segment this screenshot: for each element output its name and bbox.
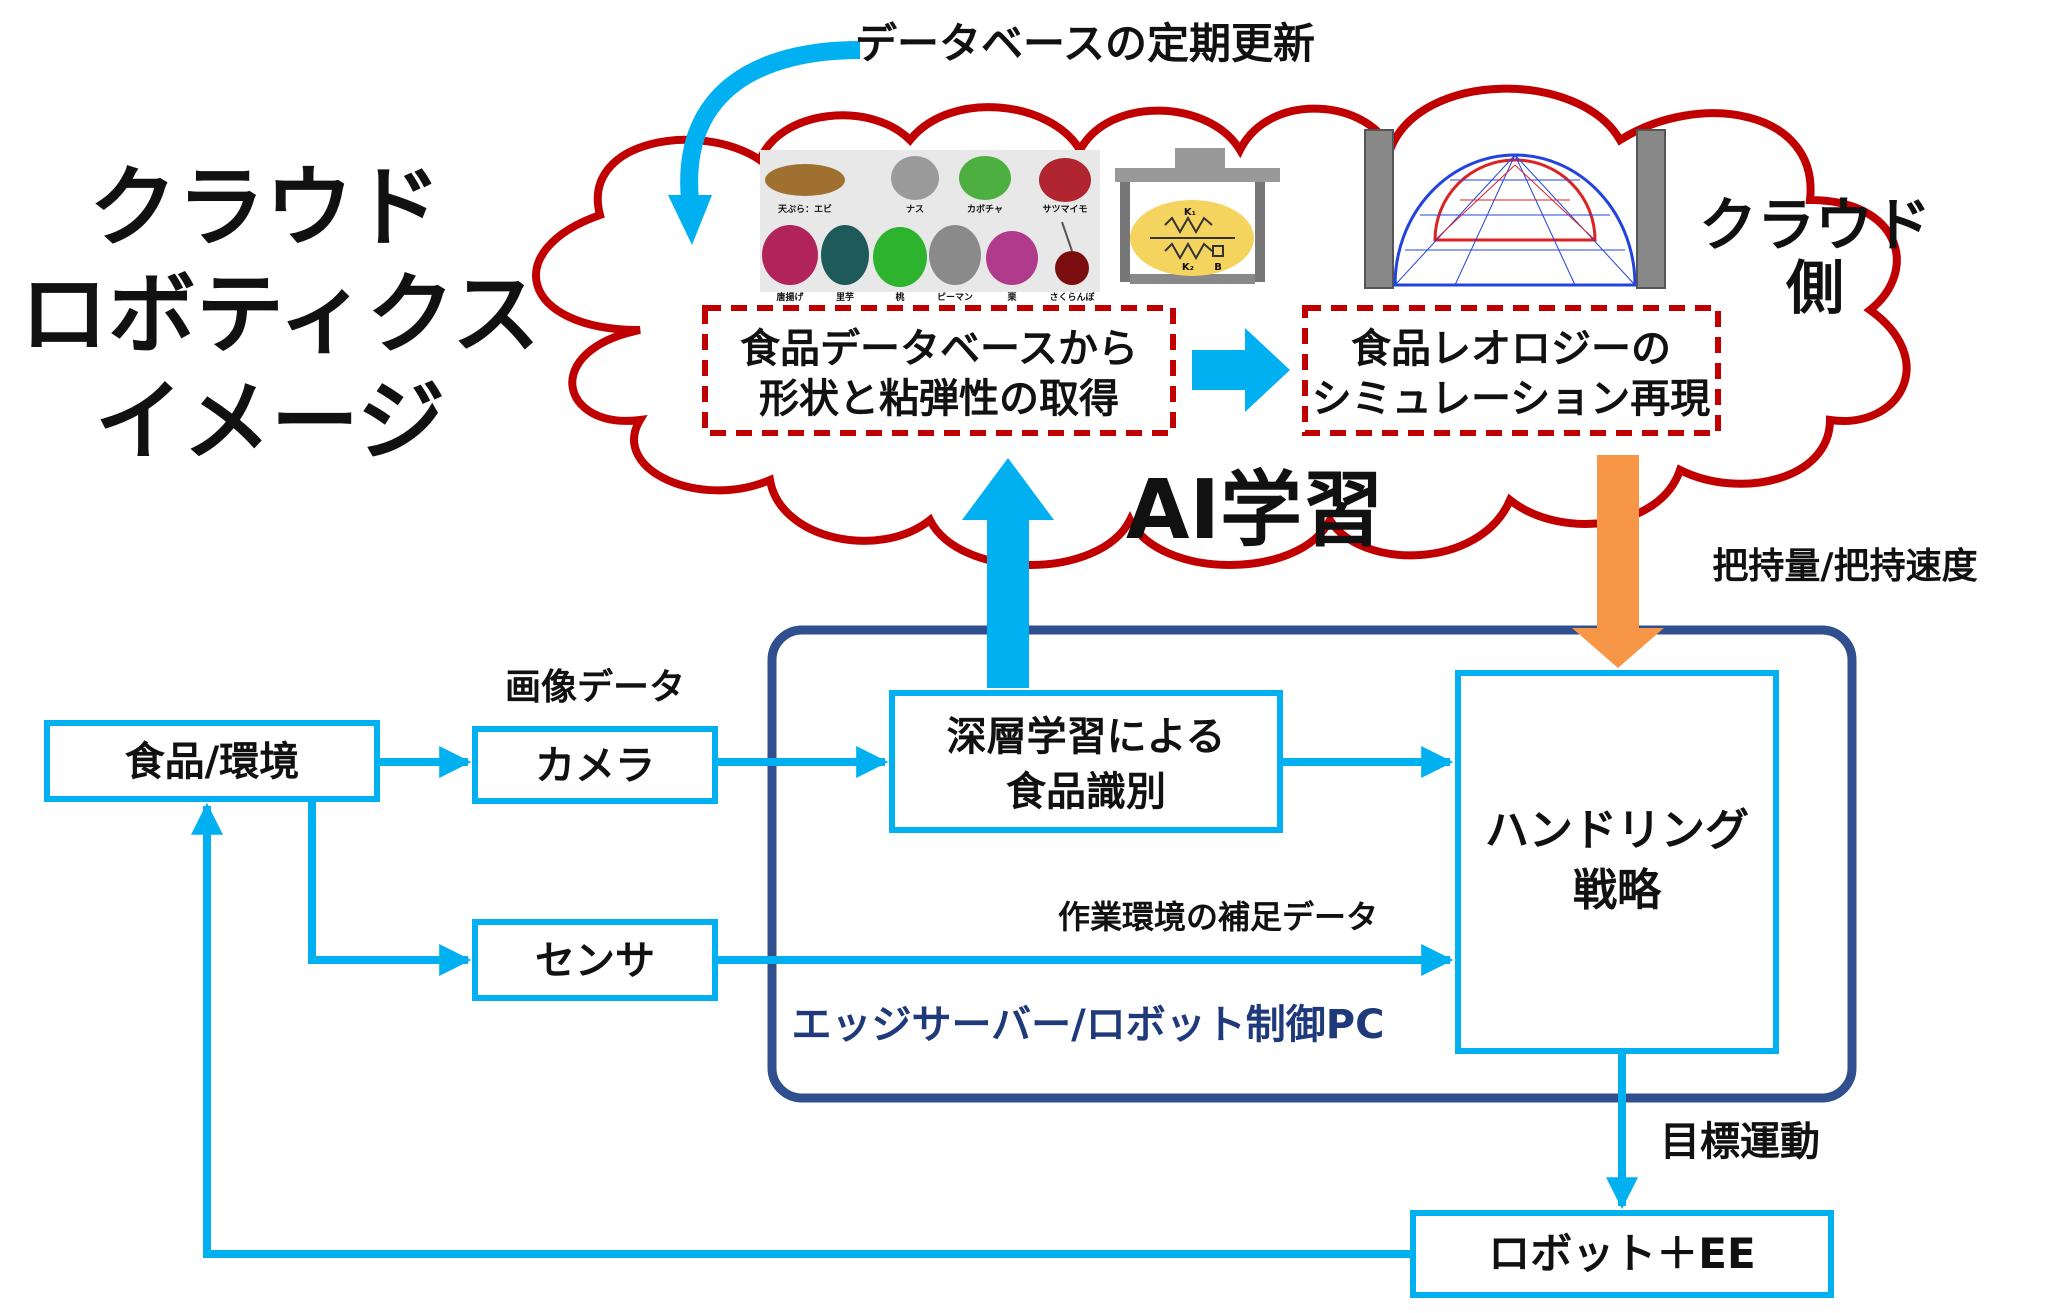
food-caption-top-0: 天ぷら：エビ: [778, 203, 832, 215]
camera-label: カメラ: [535, 743, 655, 789]
food-taro: [821, 225, 869, 285]
food-caption-top-3: サツマイモ: [1042, 204, 1087, 215]
food-caption-bottom-4: 栗: [1007, 292, 1016, 303]
recognition-to-cloud-arrow-shaft: [987, 518, 1029, 688]
viscoelastic-model-image: K₁ K₂ B: [1115, 148, 1280, 284]
update-arrow: [680, 41, 861, 201]
grip-label: 把持量/把持速度: [1712, 546, 1977, 587]
ai-learning-label: AI学習: [1126, 463, 1384, 558]
food-caption-bottom-5: さくらんぼ: [1049, 291, 1095, 303]
model-label-b: B: [1214, 262, 1222, 273]
recognition-line1: 深層学習による: [947, 714, 1226, 760]
food-shrimp-tempura: [765, 164, 845, 196]
db-to-sim-arrow-head: [1245, 328, 1290, 412]
food-karaage: [762, 225, 818, 285]
food-green-pepper: [929, 225, 981, 285]
food-peach: [873, 227, 927, 287]
handling-line1: ハンドリング: [1485, 805, 1749, 856]
food-caption-top-1: ナス: [906, 204, 924, 215]
food-chestnut: [986, 231, 1038, 285]
update-arrow-head: [668, 195, 712, 245]
food-env-label: 食品/環境: [125, 739, 300, 785]
cloud-side-line2: 側: [1785, 254, 1844, 322]
update-label: データベースの定期更新: [855, 19, 1315, 68]
food-caption-top-2: カボチャ: [967, 203, 1003, 215]
sim-box-line1: 食品レオロジーの: [1351, 326, 1671, 372]
title-line3: イメージ: [95, 370, 445, 473]
food-caption-bottom-2: 桃: [895, 291, 904, 303]
food-eggplant: [891, 156, 939, 200]
rheology-mesh-image: [1364, 129, 1666, 289]
recognition-line2: 食品識別: [1006, 769, 1166, 815]
food-to-sensor-arrow: [308, 799, 472, 976]
sensor-box: [472, 919, 718, 1001]
recognition-box: [889, 690, 1283, 833]
food-database-image: 天ぷら：エビ ナス カボチャ サツマイモ 唐揚げ 里芋 桃 ピーマン 栗 さくら…: [760, 150, 1100, 303]
sensor-label: センサ: [535, 938, 655, 984]
edge-server-box: [767, 625, 1857, 1103]
robot-feedback-arrow: [191, 802, 1413, 1258]
title-line2: ロボティクス: [20, 263, 540, 366]
sim-box-line2: シミュレーション再現: [1312, 376, 1710, 422]
food-caption-bottom-3: ピーマン: [937, 291, 973, 303]
handling-box: [1455, 670, 1779, 1054]
edge-server-label: エッジサーバー/ロボット制御PC: [792, 1002, 1385, 1048]
db-box-line1: 食品データベースから: [740, 326, 1138, 372]
food-sweet-potato: [1039, 158, 1091, 202]
target-motion-label: 目標運動: [1660, 1119, 1820, 1165]
handling-line2: 戦略: [1573, 865, 1662, 916]
env-data-label: 作業環境の補足データ: [1058, 898, 1378, 936]
food-pumpkin: [959, 156, 1011, 200]
title-line1: クラウド: [89, 156, 441, 259]
food-cherry: [1055, 251, 1089, 285]
camera-box: [472, 726, 718, 804]
db-box-line2: 形状と粘弾性の取得: [759, 376, 1119, 422]
cloud-side-line1: クラウド: [1699, 191, 1931, 259]
grip-arrow-head: [1572, 628, 1664, 668]
recognition-to-cloud-arrow-head: [962, 458, 1054, 520]
model-label-k1: K₁: [1184, 207, 1196, 218]
food-caption-bottom-1: 里芋: [836, 291, 854, 303]
db-to-sim-arrow-shaft: [1192, 350, 1247, 390]
grip-arrow-shaft: [1597, 455, 1639, 630]
db-box: [702, 305, 1176, 436]
food-caption-bottom-0: 唐揚げ: [776, 291, 804, 303]
robot-label: ロボット＋EE: [1488, 1229, 1755, 1278]
model-label-k2: K₂: [1182, 262, 1194, 273]
sim-box: [1302, 305, 1721, 436]
image-data-label: 画像データ: [505, 666, 685, 708]
